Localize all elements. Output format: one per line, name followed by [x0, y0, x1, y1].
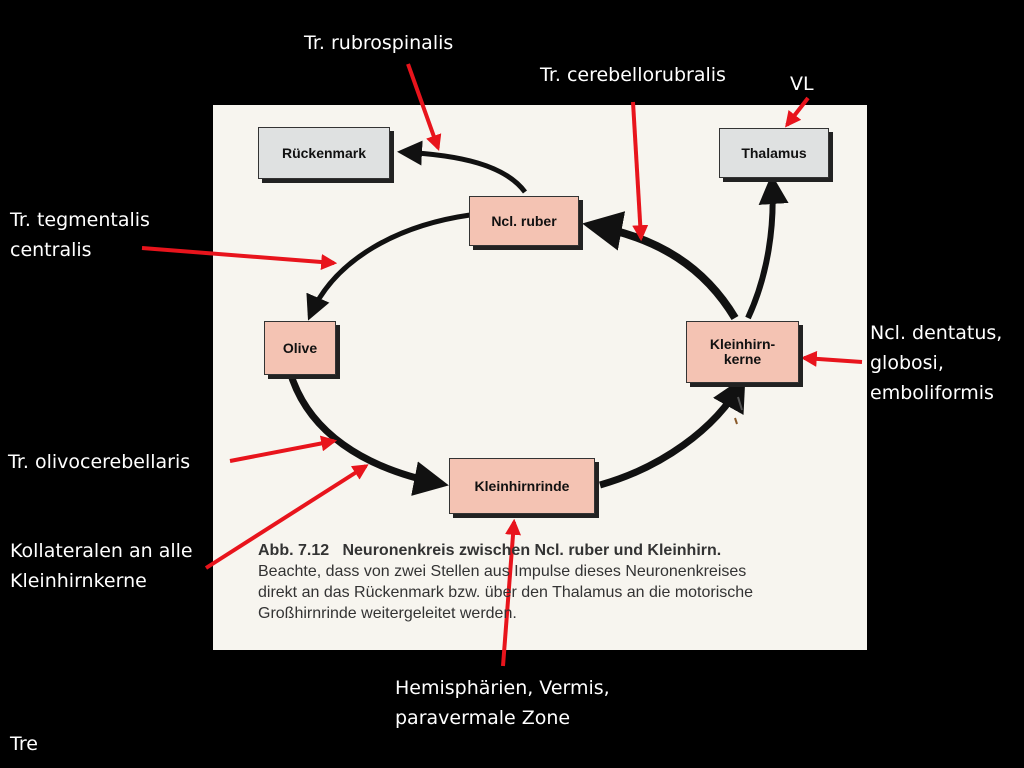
red-arrow-rubrospinalis [406, 63, 442, 152]
label-hemisphaerien-line1: Hemisphärien, Vermis, [395, 677, 610, 699]
label-tegmentalis: Tr. tegmentalis centralis [10, 205, 150, 265]
label-hemisphaerien: Hemisphärien, Vermis, paravermale Zone [395, 673, 610, 733]
node-ncl-ruber: Ncl. ruber [469, 196, 579, 246]
red-arrow-olivocerebellaris [229, 435, 338, 463]
label-vl: VL [790, 73, 814, 95]
label-rubrospinalis: Tr. rubrospinalis [304, 32, 454, 54]
red-arrow-tegmentalis [141, 246, 338, 270]
label-kollateralen-line1: Kollateralen an alle [10, 540, 193, 562]
label-cerebellorubralis: Tr. cerebellorubralis [540, 64, 726, 86]
node-rueckenmark: Rückenmark [258, 127, 390, 179]
node-thalamus: Thalamus [719, 128, 829, 178]
node-kleinhirnkerne-line2: kerne [723, 351, 762, 367]
red-arrow-cerebellorubralis [631, 101, 649, 242]
label-kollateralen-line2: Kleinhirnkerne [10, 570, 147, 592]
arrow-ruber-to-olive [306, 212, 471, 321]
red-arrow-vl [785, 96, 810, 128]
caption-title: Abb. 7.12 Neuronenkreis zwischen Ncl. ru… [258, 542, 722, 559]
label-tegmentalis-line2: centralis [10, 239, 92, 261]
caption-line-1: Beachte, dass von zwei Stellen aus Impul… [258, 563, 747, 580]
label-dentatus-line3: emboliformis [870, 382, 994, 404]
stray-mark [734, 417, 738, 425]
red-arrow-dentatus [800, 350, 863, 367]
label-kollateralen: Kollateralen an alle Kleinhirnkerne [10, 536, 193, 596]
red-arrow-hemisphaerien [501, 518, 522, 667]
arrow-olive-to-rinde [288, 376, 449, 496]
red-arrow-kollateralen [204, 464, 369, 570]
node-olive: Olive [264, 321, 336, 375]
label-tegmentalis-line1: Tr. tegmentalis [10, 209, 150, 231]
label-hemisphaerien-line2: paravermale Zone [395, 707, 571, 729]
node-kleinhirnrinde: Kleinhirnrinde [449, 458, 595, 514]
label-tre: Tre [10, 733, 38, 755]
stray-mark [737, 396, 743, 411]
caption-line-3: Großhirnrinde weitergeleitet werden. [258, 605, 517, 622]
arrow-ruber-to-rueckenmark [397, 140, 528, 194]
arrow-kerne-to-thalamus [745, 174, 789, 320]
node-kleinhirnkerne: Kleinhirn- kerne [686, 321, 799, 383]
caption-line-2: direkt an das Rückenmark bzw. über den T… [258, 584, 754, 601]
label-dentatus: Ncl. dentatus, globosi, emboliformis [870, 318, 1002, 408]
label-dentatus-line2: globosi, [870, 352, 944, 374]
arrow-rinde-to-kerne [599, 375, 746, 489]
label-dentatus-line1: Ncl. dentatus, [870, 322, 1003, 344]
label-olivocerebellaris: Tr. olivocerebellaris [8, 451, 191, 473]
node-kleinhirnkerne-line1: Kleinhirn- [709, 336, 776, 352]
figure-caption: Abb. 7.12 Neuronenkreis zwischen Ncl. ru… [258, 540, 838, 624]
arrow-kerne-to-ruber [582, 211, 739, 321]
